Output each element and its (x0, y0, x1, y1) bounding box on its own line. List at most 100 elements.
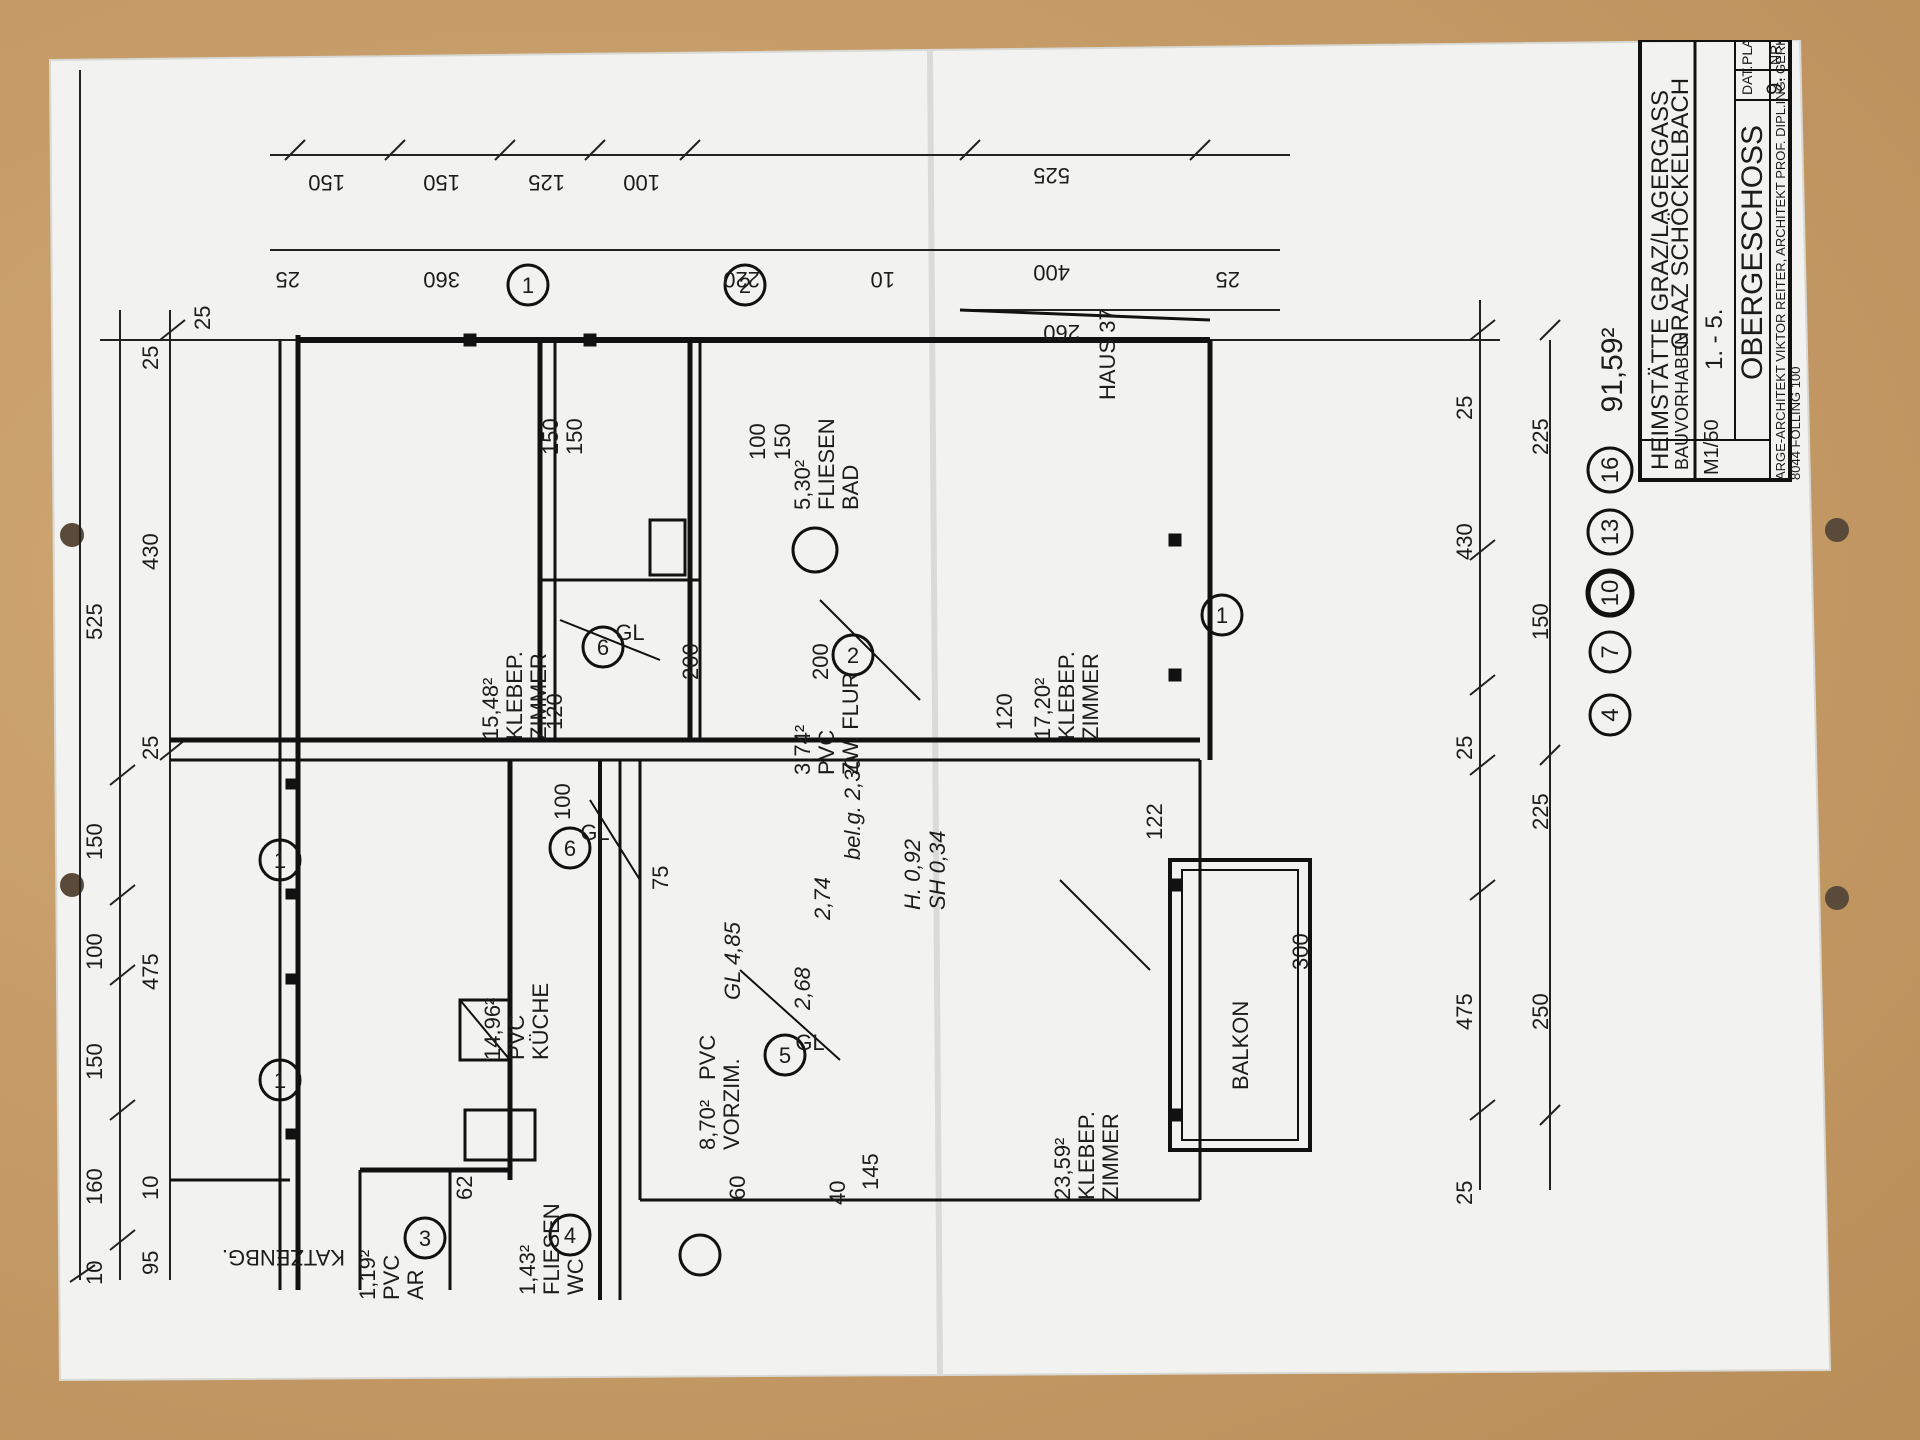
room-area: 1,19² (355, 1250, 380, 1300)
room-name: VORZIM. (719, 1058, 744, 1150)
dim-label: 25 (276, 267, 300, 292)
kitchen-counter (458, 998, 512, 1062)
punch-hole (1825, 886, 1849, 910)
opening-number: 2 (739, 273, 751, 298)
walls (170, 308, 1213, 1300)
dimension-labels-top: 150 150 125 100 525 360 220 400 260 25 2… (190, 163, 1240, 345)
dim-label: 225 (1528, 793, 1553, 830)
unit-number: 7 (1597, 645, 1624, 658)
room-name: WC (563, 1258, 588, 1295)
house-number: HAUS 37 (1095, 308, 1120, 400)
opening-numbers: 6 2 6 5 3 4 1 2 1 1 1 GL GL GL (274, 273, 1228, 1251)
unit-number: 16 (1597, 457, 1624, 484)
room-bad: 5,30² FLIESEN BAD (790, 418, 863, 510)
dim-label: 40 (825, 1181, 850, 1205)
room-name: ZIMMER (526, 653, 551, 740)
dim-label: 150 (82, 1043, 107, 1080)
room-floor: FLIESEN (814, 418, 839, 510)
punch-hole (60, 873, 84, 897)
dim-label: 25 (1452, 1181, 1477, 1205)
unit-number: 4 (1597, 708, 1624, 721)
note: 2,74 (810, 877, 835, 921)
paper (48, 40, 1832, 1382)
title-floors: 1. - 5. (1701, 309, 1728, 370)
room-katzenbg: KATZENBG. (222, 1245, 345, 1270)
opening-number: 2 (847, 643, 859, 668)
balcony-outline (1168, 858, 1312, 1152)
room-area: 3,74² (790, 725, 815, 775)
room-name: AR (403, 1269, 428, 1300)
dim-label: 475 (1452, 993, 1477, 1030)
dim-label: 200 (678, 643, 703, 680)
washbasin (791, 526, 839, 574)
unit-circles (1585, 446, 1635, 737)
unit-number: 10 (1597, 580, 1624, 607)
dim-label: 120 (542, 693, 567, 730)
title-nr-value: 9. (1762, 77, 1787, 95)
dim-label: 150 (562, 418, 587, 455)
dim-label: 100 (623, 170, 660, 195)
dim-label: 100 (745, 423, 770, 460)
door-swings (559, 599, 1151, 1061)
dim-label: 120 (992, 693, 1017, 730)
room-flur: 3,74² PVC ZW. FLUR (790, 672, 863, 775)
dimension-ticks (69, 139, 1561, 1283)
room-floor: PVC (504, 1015, 529, 1060)
room-floor: FLIESEN (539, 1203, 564, 1295)
title-col-nr: NR. (1767, 41, 1783, 65)
total-area: 91,59² (1596, 327, 1629, 412)
dim-label: 25 (1216, 267, 1240, 292)
dimension-labels-inner: 120 120 200 200 100 75 145 122 40 62 60 … (452, 418, 1167, 1205)
title-architect: ARGE-ARCHITEKT VIKTOR REITER, ARCHITEKT … (1773, 40, 1788, 480)
title-floor-name: OBERGESCHOSS (1736, 125, 1769, 380)
opening-markers (258, 263, 1244, 1277)
dim-label: 525 (1033, 163, 1070, 188)
room-area: 17,20² (1030, 678, 1055, 740)
room-floor: KLEBEP. (1074, 1111, 1099, 1200)
opening-number: 5 (779, 1043, 791, 1068)
dim-label: 150 (538, 418, 563, 455)
room-floor: KLEBEP. (502, 651, 527, 740)
paper-fold (927, 49, 943, 1376)
dim-label: 75 (648, 866, 673, 890)
dim-label: 225 (1528, 418, 1553, 455)
opening-number: 3 (419, 1226, 431, 1251)
room-vorzimmer: 8,70² PVC VORZIM. (695, 1035, 744, 1150)
dim-label: 360 (423, 267, 460, 292)
dim-label: 400 (1033, 260, 1070, 285)
note: bel.g. 2,30 (840, 756, 865, 860)
dim-label: 25 (138, 736, 163, 760)
opening-number: 6 (597, 635, 609, 660)
windows (285, 333, 1182, 1140)
room-floor: PVC (695, 1035, 720, 1080)
room-area: 15,48² (478, 678, 503, 740)
dimension-labels-left: 10 160 150 100 150 95 10 25 430 525 475 … (82, 346, 163, 1285)
title-address: 8044 FÖLLING 100 (1788, 367, 1803, 480)
room-name: KÜCHE (528, 983, 553, 1060)
room-zimmer-1: 15,48² KLEBEP. ZIMMER (478, 651, 551, 740)
kitchen-stove (463, 1108, 537, 1162)
dim-label: 160 (82, 1168, 107, 1205)
note: SH 0,34 (925, 831, 950, 911)
opening-number: 1 (522, 273, 534, 298)
punch-hole (1825, 518, 1849, 542)
opening-gl-label: GL (580, 820, 609, 845)
dim-label: 150 (770, 423, 795, 460)
opening-number: 1 (274, 1068, 286, 1093)
room-balkon: BALKON 300 (1228, 933, 1313, 1090)
handwritten-notes: H. 0,92 SH 0,34 2,68 2,74 bel.g. 2,30 GL… (720, 756, 950, 1011)
dim-label: 525 (82, 603, 107, 640)
room-area: 5,30² (790, 460, 815, 510)
note: H. 0,92 (900, 839, 925, 910)
note: GL 4,85 (720, 921, 745, 1000)
dim-label: 95 (138, 1251, 163, 1275)
unit-numbers: 4 7 10 13 16 91,59² (1596, 327, 1629, 721)
title-client: HEIMSTÄTTE GRAZ/LAGERGASS (1647, 90, 1674, 470)
dim-label: 10 (82, 1261, 107, 1285)
dim-label: 260 (1043, 320, 1080, 345)
dim-label: 100 (550, 783, 575, 820)
dim-label: 150 (423, 170, 460, 195)
room-wc: 1,43² FLIESEN WC (515, 1203, 588, 1295)
room-name: ZIMMER (1098, 1113, 1123, 1200)
